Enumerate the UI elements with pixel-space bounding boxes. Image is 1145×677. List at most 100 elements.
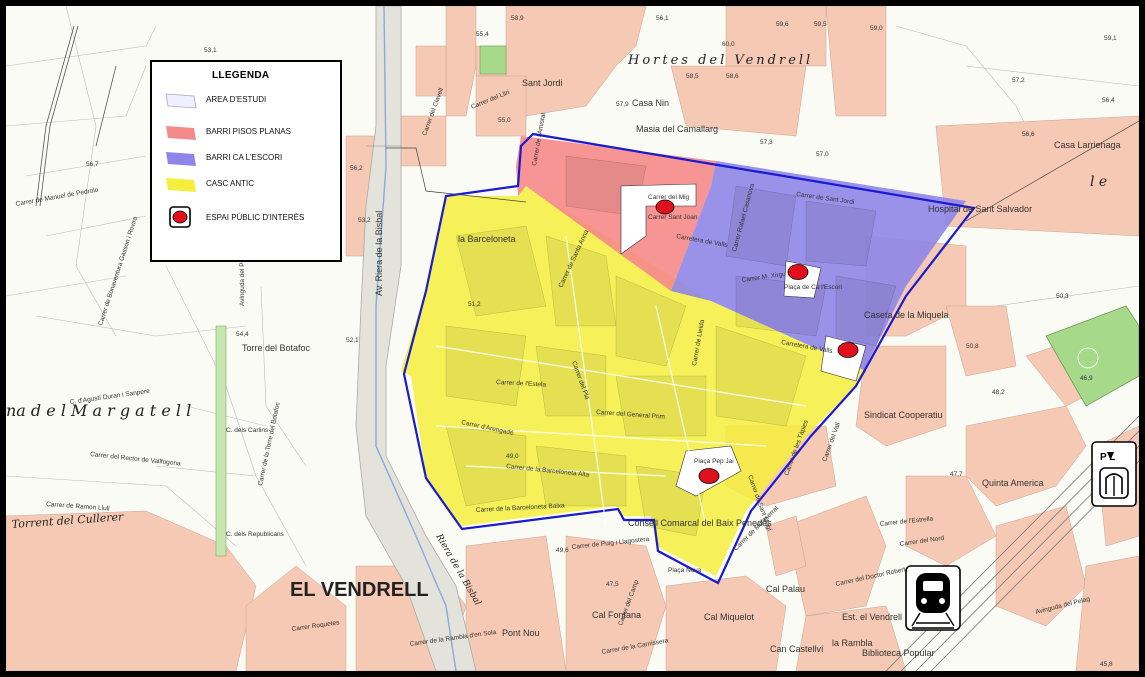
- svg-text:57,0: 57,0: [816, 151, 829, 158]
- svg-text:54,4: 54,4: [236, 331, 249, 338]
- svg-text:C. dels Carlins: C. dels Carlins: [226, 427, 269, 434]
- label-cal-palau: Cal Palau: [766, 584, 805, 594]
- svg-text:45,8: 45,8: [1100, 661, 1113, 668]
- label-barceloneta: la Barceloneta: [458, 234, 516, 244]
- svg-text:49,0: 49,0: [506, 453, 519, 460]
- label-torre-botafoc: Torre del Botafoc: [242, 343, 311, 353]
- svg-text:Carrer de la Barceloneta Baixa: Carrer de la Barceloneta Baixa: [476, 502, 566, 514]
- svg-text:47,7: 47,7: [950, 471, 963, 478]
- svg-text:Carrer de l'Estela: Carrer de l'Estela: [496, 379, 547, 389]
- elevation-labels: 58,9 59,6 56,1 60,0 59,5 59,0 58,5 58,6 …: [86, 15, 1117, 668]
- area-pisos-planas: [516, 136, 716, 291]
- reference-lines: [386, 120, 1139, 222]
- svg-text:53,1: 53,1: [204, 47, 217, 54]
- label-el-vendrell: EL VENDRELL: [290, 579, 429, 601]
- label-casa-nin: Casa Nin: [632, 98, 669, 108]
- svg-text:46,9: 46,9: [1080, 375, 1093, 382]
- svg-text:58,9: 58,9: [511, 15, 524, 22]
- svg-text:49,6: 49,6: [556, 547, 569, 554]
- pl-municipal-icon[interactable]: P L: [1091, 441, 1137, 507]
- svg-text:50,8: 50,8: [966, 343, 979, 350]
- study-area-boundary: [402, 132, 976, 585]
- legend-label: BARRI CA L'ESCORI: [206, 153, 283, 162]
- study-buildings: [445, 155, 897, 537]
- legend-label: BARRI PISOS PLANAS: [206, 127, 291, 136]
- svg-text:52,1: 52,1: [346, 337, 359, 344]
- legend-item-area-estudi: AREA D'ESTUDI: [158, 90, 338, 112]
- legend-item-espai-public: ESPAI PÚBLIC D'INTERÈS: [158, 206, 338, 230]
- label-cal-fontana: Cal Fontana: [592, 610, 641, 620]
- svg-text:56,4: 56,4: [1102, 97, 1115, 104]
- legend-item-casc-antic: CASC ANTIC: [158, 174, 338, 196]
- svg-text:47,5: 47,5: [606, 581, 619, 588]
- label-masia: Masia del Camallarg: [636, 124, 718, 134]
- svg-text:59,6: 59,6: [776, 21, 789, 28]
- svg-text:59,5: 59,5: [814, 21, 827, 28]
- legend-swatch-casc-antic: [166, 178, 196, 192]
- espai-public-markers[interactable]: [655, 199, 859, 484]
- label-hortes: Hortes del Vendrell: [627, 53, 813, 68]
- legend-item-pisos-planas: BARRI PISOS PLANAS: [158, 122, 338, 144]
- svg-text:P L: P L: [1100, 452, 1115, 463]
- svg-text:C. dels Republicans: C. dels Republicans: [226, 531, 285, 538]
- label-margatell: na d e l M a r g a t e l l: [6, 401, 191, 420]
- svg-text:56,2: 56,2: [350, 165, 363, 172]
- label-quinta: Quinta America: [982, 478, 1044, 488]
- svg-text:58,5: 58,5: [686, 73, 699, 80]
- svg-text:55,0: 55,0: [498, 117, 511, 124]
- svg-text:Carrer Sant Joan: Carrer Sant Joan: [648, 214, 698, 221]
- svg-text:57,2: 57,2: [1012, 77, 1025, 84]
- svg-text:53,2: 53,2: [358, 217, 371, 224]
- svg-text:59,0: 59,0: [870, 25, 883, 32]
- label-placa-escori: Plaça de Ca l'Escori: [784, 284, 842, 291]
- label-av-riera: Av. Riera de la Bisbal: [374, 211, 384, 296]
- svg-text:Carrer del Mig: Carrer del Mig: [648, 194, 690, 201]
- marker-placa-pep-jai: [698, 468, 720, 484]
- map-canvas[interactable]: Hortes del Vendrell Sant Jordi Casa Nin …: [6, 6, 1139, 671]
- svg-text:57,3: 57,3: [760, 139, 773, 146]
- legend-label: CASC ANTIC: [206, 179, 255, 188]
- label-hospital: Hospital de Sant Salvador: [928, 204, 1032, 214]
- svg-text:60,0: 60,0: [722, 41, 735, 48]
- legend-swatch-espai-public: [169, 206, 191, 228]
- label-placa-pep-jai: Plaça Pep Jai: [694, 458, 734, 465]
- marker-placa-mig: [655, 199, 675, 215]
- legend-swatch-ca-lescori: [166, 152, 196, 166]
- svg-text:59,1: 59,1: [1104, 35, 1117, 42]
- urban-blocks-top: [345, 6, 887, 257]
- label-right-le: l e: [1090, 174, 1107, 190]
- svg-text:48,2: 48,2: [992, 389, 1005, 396]
- label-can-castellvi: Can Castellví: [770, 644, 824, 654]
- svg-text:58,6: 58,6: [726, 73, 739, 80]
- label-caseta: Caseta de la Miquela: [864, 310, 949, 320]
- label-larrienaga: Casa Larrienaga: [1054, 140, 1121, 150]
- legend-swatch-area-estudi: [165, 93, 197, 109]
- legend-item-ca-lescori: BARRI CA L'ESCORI: [158, 148, 338, 170]
- railway-left: [35, 25, 117, 207]
- svg-text:56,1: 56,1: [656, 15, 669, 22]
- label-placa-nova: Plaça Nova: [668, 567, 702, 574]
- legend-title: LLEGENDA: [212, 70, 270, 81]
- riera-corridor: [355, 6, 477, 671]
- label-pont-nou: Pont Nou: [502, 628, 540, 638]
- label-cal-miquelot: Cal Miquelot: [704, 612, 755, 622]
- legend-label: ESPAI PÚBLIC D'INTERÈS: [206, 213, 305, 222]
- label-sant-jordi: Sant Jordi: [522, 78, 563, 88]
- area-casc-antic: [401, 186, 866, 576]
- train-station-icon[interactable]: [905, 565, 961, 631]
- legend-label: AREA D'ESTUDI: [206, 95, 267, 104]
- svg-text:56,7: 56,7: [86, 161, 99, 168]
- marker-placa-escori: [787, 264, 809, 280]
- label-consell: Consell Comarcal del Baix Penedès: [628, 518, 772, 528]
- svg-text:55,4: 55,4: [476, 31, 489, 38]
- svg-text:56,6: 56,6: [1022, 131, 1035, 138]
- svg-text:Avinguda del Penedès: Avinguda del Penedès: [239, 240, 246, 306]
- label-sindicat: Sindicat Cooperatiu: [864, 410, 943, 420]
- label-biblioteca: Biblioteca Popular: [862, 648, 935, 658]
- svg-text:57,9: 57,9: [616, 101, 629, 108]
- svg-text:Carrer del General Prim: Carrer del General Prim: [596, 409, 665, 421]
- svg-text:Carrer de Ramon Llull: Carrer de Ramon Llull: [46, 501, 110, 512]
- marker-caseta-miquela: [837, 342, 859, 358]
- street-lines: [435, 235, 807, 527]
